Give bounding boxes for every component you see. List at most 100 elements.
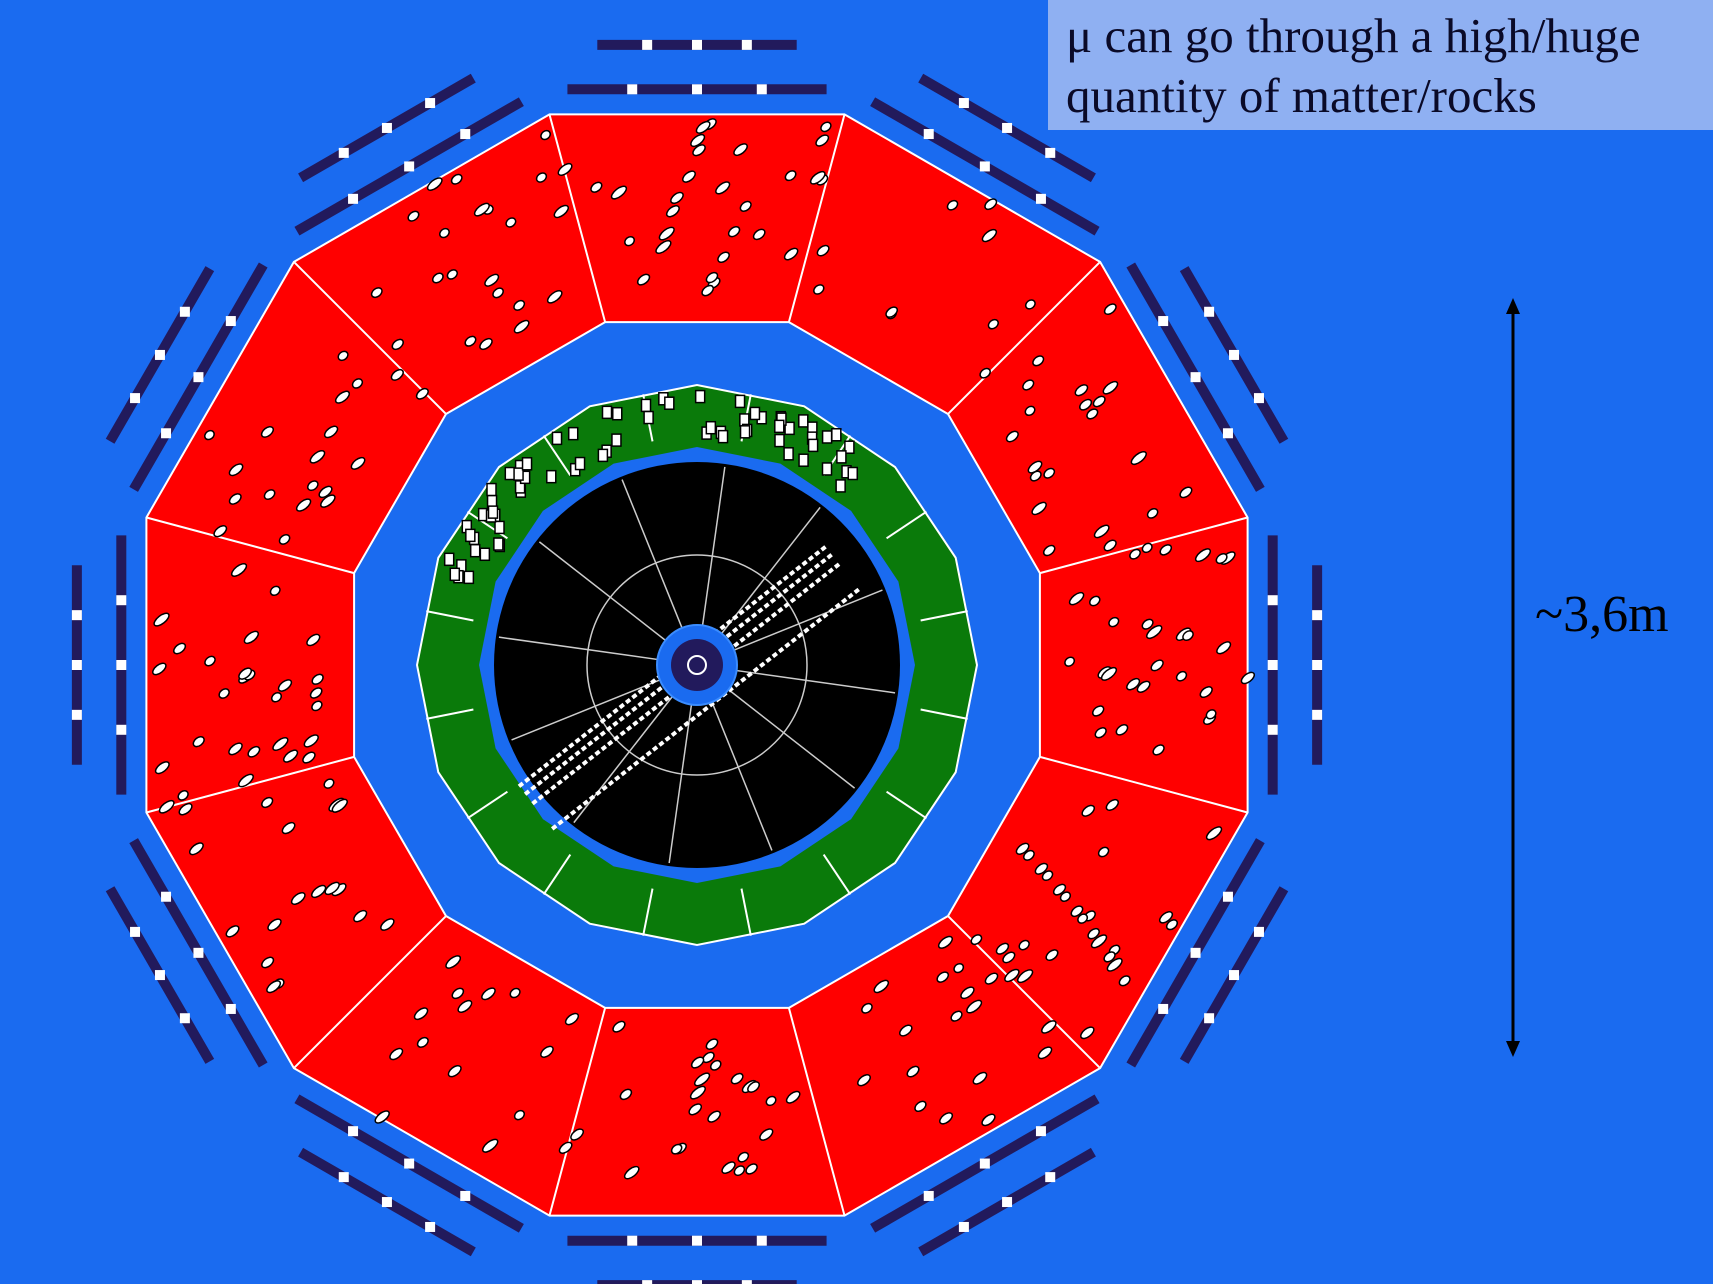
hcal-hit — [451, 987, 465, 1000]
ecal-hit — [835, 479, 846, 493]
hcal-hit — [970, 934, 983, 946]
hcal-hit — [415, 387, 429, 400]
hcal-hit — [457, 999, 473, 1014]
hcal-hit — [1115, 724, 1129, 736]
muon-hit — [130, 393, 141, 404]
ecal-hit — [717, 429, 729, 444]
muon-hit — [225, 1003, 236, 1014]
hcal-boundary-line — [293, 915, 447, 1069]
hcal-hit — [1090, 934, 1108, 949]
muon-hit — [979, 1158, 990, 1169]
hcal-hit — [619, 1088, 633, 1101]
hcal-hit — [1081, 804, 1096, 817]
muon-hit — [627, 84, 638, 95]
hcal-hit — [374, 1110, 390, 1124]
sector-line — [668, 704, 693, 864]
hcal-hit — [1106, 957, 1123, 972]
hcal-hit — [238, 667, 253, 680]
hcal-hit — [450, 173, 463, 185]
hcal-hit — [1074, 384, 1089, 397]
hcal-hit — [218, 688, 230, 699]
hcal-hit — [739, 200, 752, 212]
hcal-hit — [1077, 913, 1089, 924]
muon-hit — [642, 39, 653, 50]
muon-hit — [338, 1172, 349, 1183]
ecal-hit — [449, 567, 461, 582]
vertex-detector — [671, 639, 723, 691]
hcal-boundary-line — [293, 261, 447, 415]
muon-hit — [1312, 610, 1323, 621]
muon-hit — [958, 1221, 969, 1232]
hcal-hit — [1023, 849, 1035, 861]
hcal-hit — [705, 1038, 719, 1050]
hcal-hit — [1004, 968, 1020, 983]
hcal-hit — [960, 986, 975, 1000]
muon-hit — [1267, 724, 1278, 735]
hcal-hit — [272, 736, 289, 752]
hcal-hit — [1215, 552, 1228, 565]
ecal-hit — [705, 420, 717, 435]
muon-hit — [692, 1235, 702, 1246]
hcal-hit — [1199, 686, 1213, 699]
muon-hit — [756, 1235, 767, 1246]
muon-hit — [979, 161, 990, 172]
muon-hit — [116, 724, 127, 735]
hcal-hit — [623, 1165, 640, 1180]
hcal-hit — [784, 170, 797, 182]
ecal-hit — [521, 457, 533, 471]
muon-hit — [1253, 393, 1264, 404]
muon-hit — [460, 129, 471, 140]
hcal-hit — [979, 367, 991, 379]
muon-hit — [179, 306, 190, 317]
ecal-hit — [807, 438, 819, 453]
hcal-hit — [1152, 744, 1165, 756]
hcal-hit — [1182, 630, 1194, 642]
hcal-hit — [1094, 727, 1107, 739]
hcal-hit — [1068, 591, 1085, 606]
hcal-hit — [318, 485, 333, 499]
hcal-hit — [873, 979, 890, 994]
hcal-hit — [1002, 951, 1016, 964]
hcal-hit — [899, 1024, 913, 1037]
hcal-hit — [813, 284, 825, 295]
muon-hit — [425, 1221, 436, 1232]
hcal-hit — [204, 429, 215, 441]
hcal-hit — [260, 425, 275, 438]
muon-hit — [381, 122, 392, 133]
hcal-hit — [721, 1161, 736, 1175]
muon-hit — [1204, 306, 1215, 317]
hcal-hit — [590, 181, 603, 193]
hcal-hit — [513, 299, 526, 311]
muon-hit — [1158, 316, 1169, 327]
ecal-boundary-line — [886, 510, 928, 540]
hcal-hit — [939, 1112, 954, 1125]
hcal-hit — [1146, 624, 1163, 640]
hcal-hit — [390, 368, 404, 381]
hcal-hit — [353, 909, 368, 923]
hcal-hit — [745, 1163, 758, 1175]
ecal-hits — [443, 389, 859, 585]
hcal-hit — [1097, 846, 1110, 858]
muon-hit — [923, 1190, 934, 1201]
hcal-hit — [682, 170, 696, 183]
ecal-hit — [831, 428, 842, 442]
muon-hit — [71, 610, 82, 621]
hcal-hit — [1194, 548, 1212, 563]
hcal-hit — [1158, 911, 1174, 924]
muon-hit — [1190, 947, 1201, 958]
hcal-hit — [1159, 544, 1173, 556]
hcal-hit — [727, 225, 741, 238]
hcal-hit — [936, 971, 950, 983]
hcal-hit — [261, 956, 275, 969]
hcal-hit — [247, 745, 261, 758]
inner-ring — [586, 554, 808, 776]
hcal-hit — [1031, 501, 1047, 516]
hcal-hit — [733, 143, 748, 157]
hcal-boundary-line — [787, 114, 846, 323]
hcal-hit — [1103, 303, 1117, 316]
hcal-hit — [188, 842, 204, 856]
hcal-hit — [1052, 883, 1067, 896]
hcal-hit — [1108, 616, 1120, 628]
ecal-boundary-line — [426, 610, 474, 622]
